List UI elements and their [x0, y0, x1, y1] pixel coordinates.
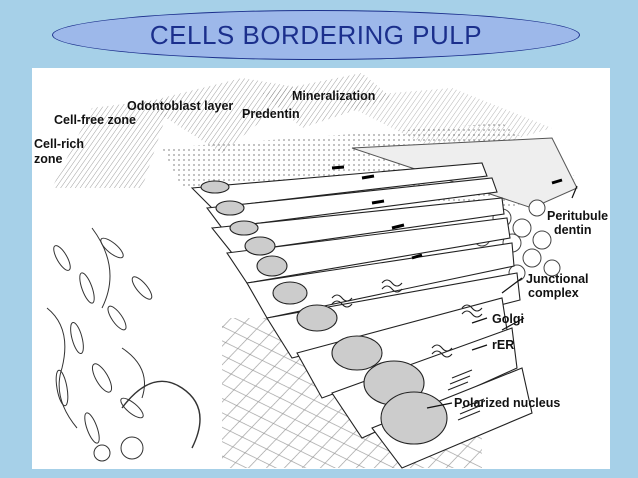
label-predentin: Predentin — [242, 107, 300, 121]
odontoblast-cells — [190, 162, 563, 469]
label-cell-rich-zone-line2: zone — [34, 152, 63, 166]
odontoblast-diagram: Mineralization Odontoblast layer Predent… — [32, 68, 610, 469]
diagram-drawing: Mineralization Odontoblast layer Predent… — [34, 73, 608, 469]
label-cell-rich-zone-line1: Cell-rich — [34, 137, 84, 151]
label-mineralization: Mineralization — [292, 89, 375, 103]
label-junctional-complex-line1: Junctional — [526, 272, 589, 286]
slide-title: CELLS BORDERING PULP — [149, 19, 483, 50]
label-rer: rER — [492, 338, 514, 352]
cell-rich-zone — [46, 227, 201, 462]
label-polarized-nucleus: Polarized nucleus — [454, 396, 560, 410]
label-peritubule-dentin-line2: dentin — [554, 223, 592, 237]
label-golgi: Golgi — [492, 312, 524, 326]
label-pointers — [426, 185, 578, 409]
label-peritubule-dentin-line1: Peritubule — [547, 209, 608, 223]
label-cell-free-zone: Cell-free zone — [54, 113, 136, 127]
title-oval: CELLS BORDERING PULP — [52, 10, 580, 60]
label-odontoblast-layer: Odontoblast layer — [127, 99, 233, 113]
diagram-labels: Mineralization Odontoblast layer Predent… — [34, 89, 608, 410]
label-junctional-complex-line2: complex — [528, 286, 579, 300]
